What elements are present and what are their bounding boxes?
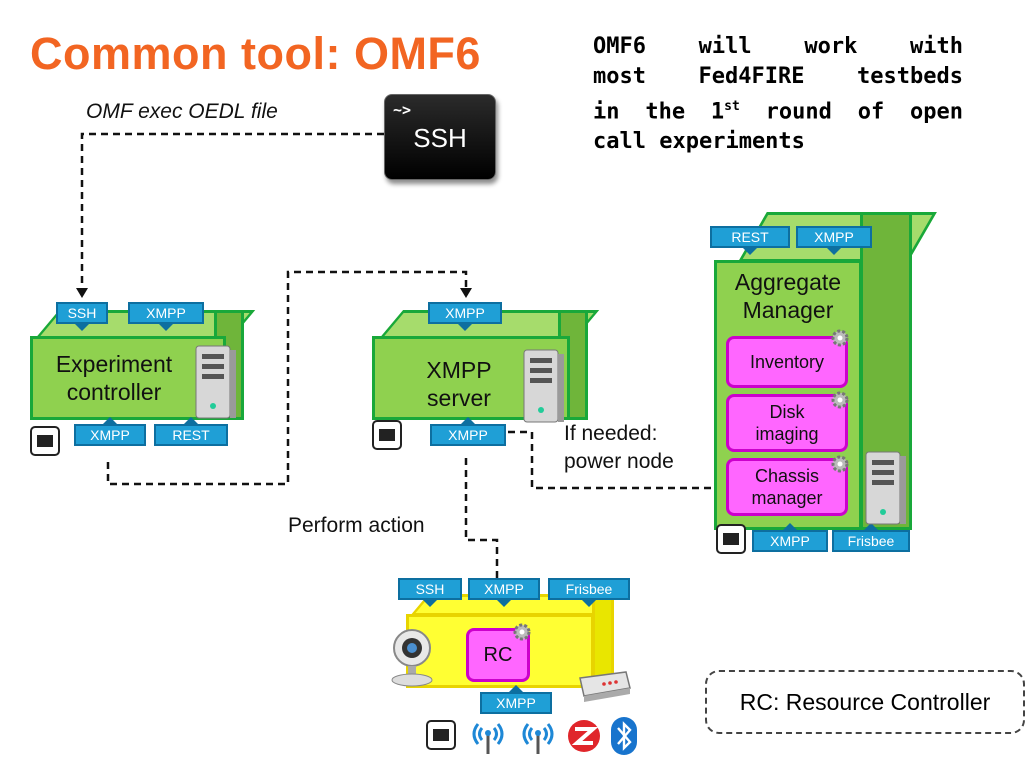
tag-rest: REST [710, 226, 790, 255]
note-line-1: OMF6 will work with [593, 34, 963, 59]
connector-server-to-node [464, 458, 499, 618]
tag-xmpp: XMPP [480, 685, 552, 714]
server-tower-icon [865, 451, 906, 525]
inventory-component: Inventory [726, 336, 848, 388]
gear-icon [831, 329, 849, 347]
zigbee-icon [568, 720, 600, 752]
ethernet-port-icon [426, 720, 456, 750]
tag-xmpp: XMPP [752, 523, 828, 552]
bluetooth-icon [611, 717, 637, 755]
terminal-prompt: ~> [393, 101, 412, 119]
ethernet-port-icon [372, 420, 402, 450]
tag-rest: REST [154, 417, 228, 446]
gear-icon [831, 455, 849, 473]
gear-icon [513, 623, 531, 641]
xmpp-server-label: XMPP server [426, 357, 492, 411]
terminal-label: SSH [413, 123, 467, 153]
legend-text: RC: Resource Controller [739, 688, 991, 715]
wireless-antenna-icon [472, 723, 504, 754]
slide-title: Common tool: OMF6 [30, 28, 481, 79]
tag-xmpp: XMPP [128, 302, 204, 331]
chassis-manager-component: Chassis manager [726, 458, 848, 516]
experiment-controller-label: Experiment controller [55, 351, 173, 405]
server-tower-icon [523, 349, 564, 423]
note-line-3: in the 1st round of open [593, 99, 964, 125]
tag-xmpp: XMPP [796, 226, 872, 255]
arrowhead-controller [76, 288, 88, 298]
tag-xmpp: XMPP [428, 302, 502, 331]
tag-xmpp: XMPP [74, 417, 146, 446]
router-icon [579, 671, 631, 702]
note-superscript: st [724, 99, 740, 114]
aggregate-manager-label: Aggregate Manager [734, 269, 842, 323]
exec-label: OMF exec OEDL file [86, 100, 278, 123]
wireless-antenna-icon [522, 723, 554, 754]
webcam-icon [391, 629, 433, 687]
tag-ssh: SSH [398, 578, 462, 607]
legend-box: RC: Resource Controller [705, 670, 1025, 734]
connector-controller-to-server [106, 270, 468, 486]
if-needed-label: If needed: power node [564, 422, 674, 473]
tag-ssh: SSH [56, 302, 108, 331]
tag-xmpp: XMPP [468, 578, 540, 607]
note-line-4: call experiments [593, 129, 805, 155]
tag-frisbee: Frisbee [548, 578, 630, 607]
gear-icon [831, 391, 849, 409]
note-line-2: most Fed4FIRE testbeds [593, 64, 963, 89]
tag-frisbee: Frisbee [832, 523, 910, 552]
connector-terminal-to-controller [80, 132, 384, 290]
compatibility-note: OMF6 will work with most Fed4FIRE testbe… [593, 32, 963, 157]
perform-action-label: Perform action [288, 514, 425, 537]
arrowhead-server [460, 288, 472, 298]
tag-xmpp: XMPP [430, 417, 506, 446]
server-tower-icon [195, 345, 236, 419]
disk-imaging-component: Disk imaging [726, 394, 848, 452]
ethernet-port-icon [716, 524, 746, 554]
connector-server-to-am [508, 430, 716, 490]
ethernet-port-icon [30, 426, 60, 456]
experiment-controller-box [30, 336, 226, 420]
ssh-terminal-icon: ~> SSH [384, 94, 496, 180]
